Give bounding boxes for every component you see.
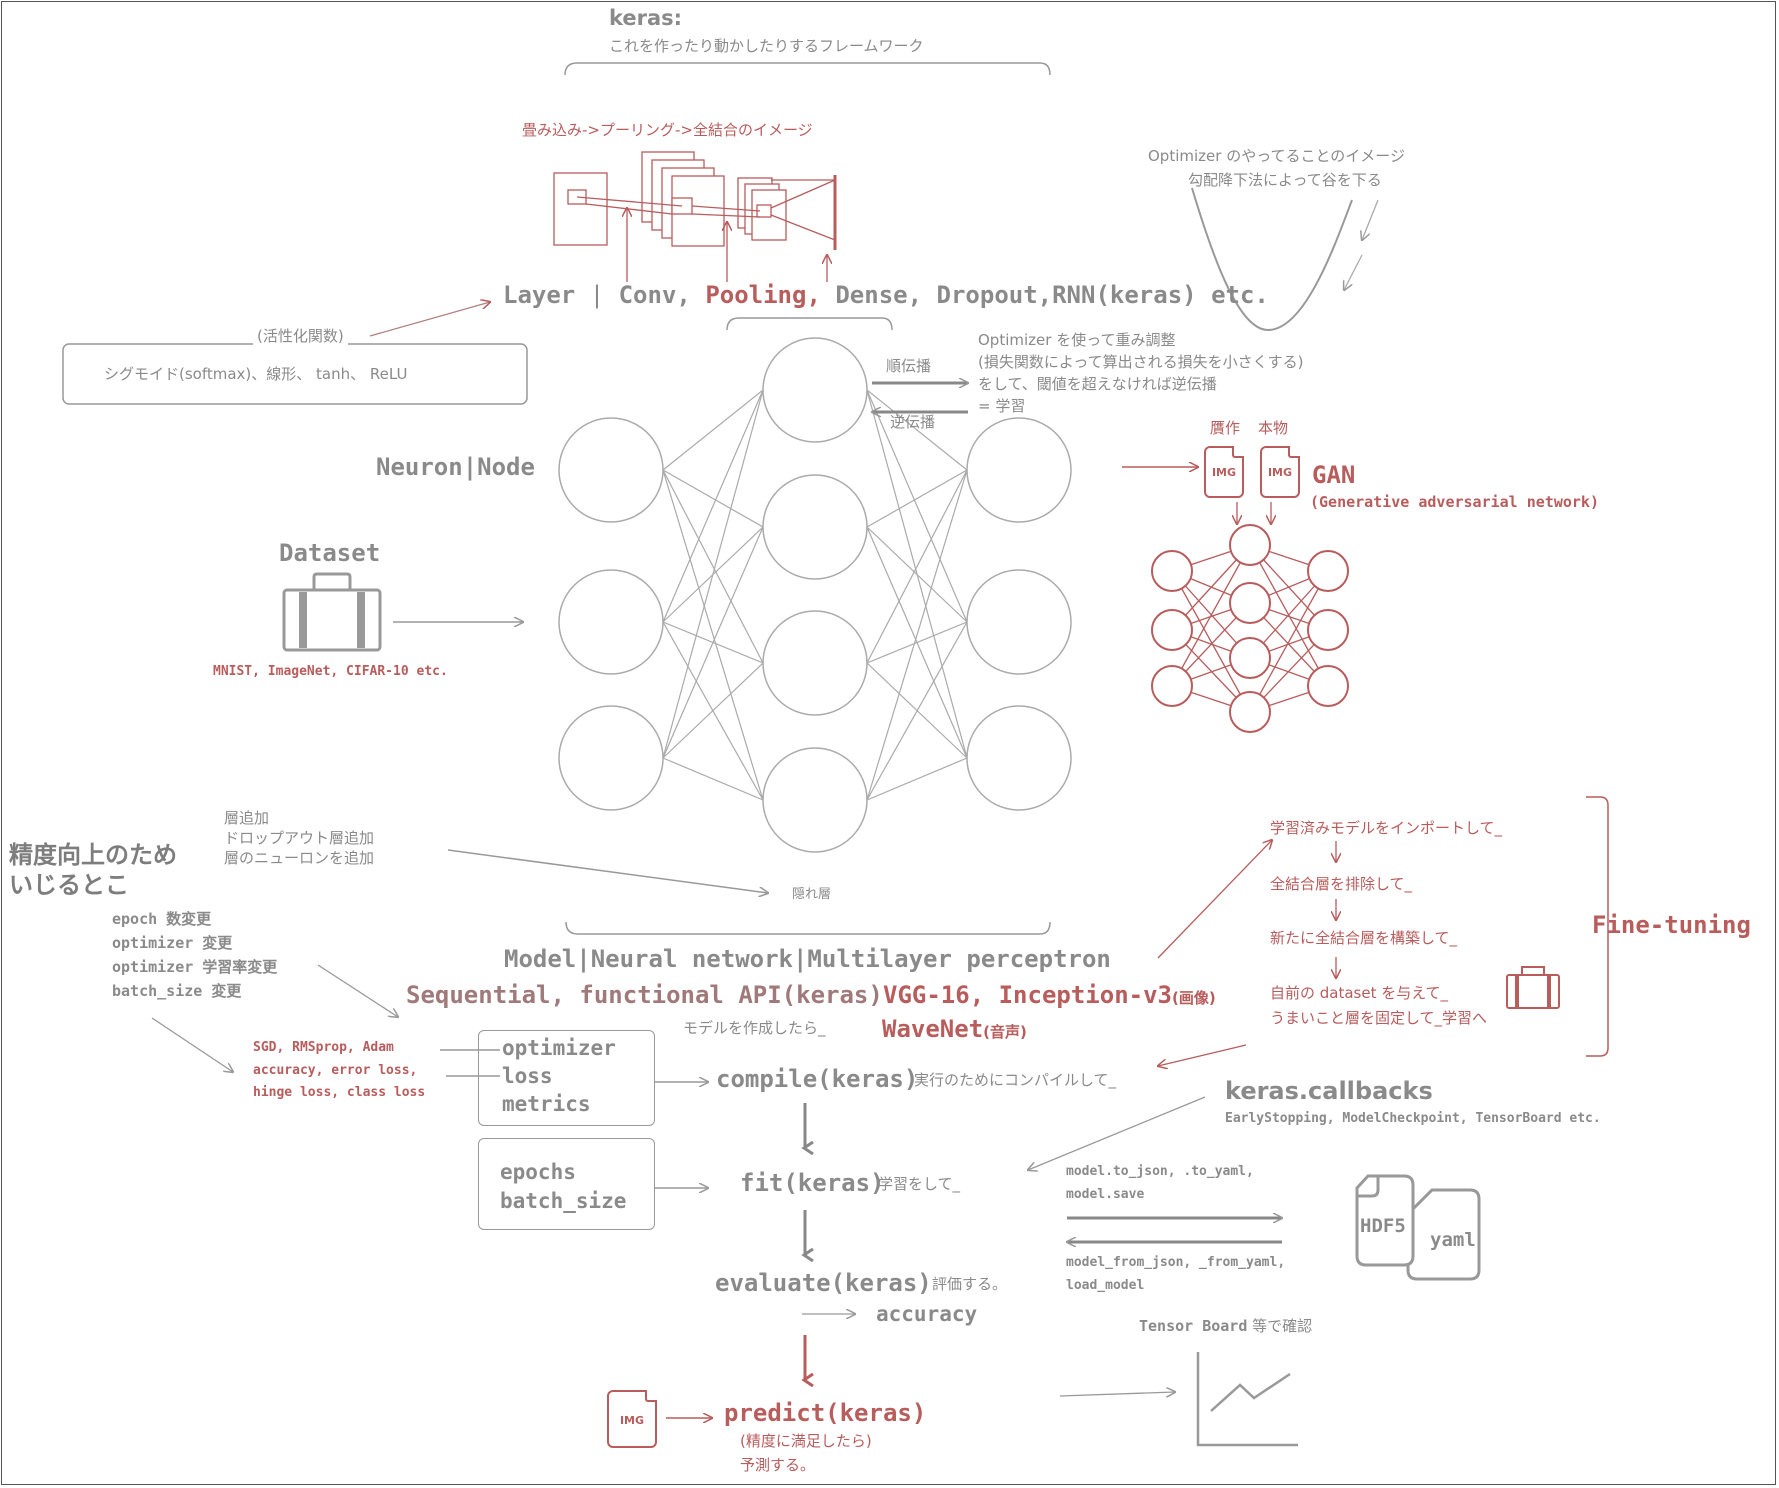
dataset-title: Dataset xyxy=(279,539,381,567)
training-note-4: = 学習 xyxy=(978,397,1026,415)
layer-prefix: Layer xyxy=(503,281,576,309)
nn-connections xyxy=(662,389,968,801)
optimizer-image-line1: Optimizer のやってることのイメージ xyxy=(1148,147,1405,165)
ft-step-3: 新たに全結合層を構築して_ xyxy=(1270,929,1458,947)
evaluate-desc: 評価する。 xyxy=(932,1275,1008,1293)
tips-heading-2: いじるとこ xyxy=(9,871,129,899)
ft-step-5: うまいこと層を固定して_学習へ xyxy=(1270,1009,1488,1027)
gan-full-name: (Generative adversarial network) xyxy=(1310,493,1599,511)
training-note-3: をして、閾値を超えなければ逆伝播 xyxy=(978,375,1217,393)
layer-dense: Dense, xyxy=(835,281,923,309)
tip-param-4: batch_size 変更 xyxy=(112,982,242,1000)
yaml-label: yaml xyxy=(1430,1229,1476,1251)
gan-nodes xyxy=(1151,524,1349,733)
compile-fn: compile(keras) xyxy=(716,1065,919,1093)
predict-fn: predict(keras) xyxy=(724,1399,927,1427)
gan-connections xyxy=(1171,544,1329,713)
gan-fake-image-icon: IMG xyxy=(1204,446,1244,498)
training-note-1: Optimizer を使って重み調整 xyxy=(978,331,1176,349)
dataset-examples: MNIST, ImageNet, CIFAR-10 etc. xyxy=(213,664,448,679)
load-methods-1: model_from_json, _from_yaml, xyxy=(1066,1255,1286,1270)
gan-fake-label: 贋作 xyxy=(1210,419,1241,437)
pretrained-vgg: VGG-16, Inception-v3(画像) xyxy=(883,981,1216,1009)
keras-subtitle: これを作ったり動かしたりするフレームワーク xyxy=(609,37,924,55)
loss-examples-2: hinge loss, class loss xyxy=(253,1085,426,1100)
gan-real-label: 本物 xyxy=(1258,419,1289,437)
model-line: Model|Neural network|Multilayer perceptr… xyxy=(504,945,1111,973)
compile-params-box xyxy=(478,1030,655,1126)
param-loss: loss xyxy=(502,1064,553,1088)
neuron-label: Neuron|Node xyxy=(376,453,535,481)
loss-examples-1: accuracy, error loss, xyxy=(253,1063,418,1078)
callbacks-items: EarlyStopping, ModelCheckpoint, TensorBo… xyxy=(1225,1111,1601,1126)
layer-conv: Conv, xyxy=(618,281,691,309)
param-batch-size: batch_size xyxy=(500,1189,627,1213)
fine-tuning-title: Fine-tuning xyxy=(1592,911,1751,939)
param-optimizer: optimizer xyxy=(502,1036,616,1060)
suitcase-shape xyxy=(282,572,382,652)
gan-real-image-icon: IMG xyxy=(1260,446,1300,498)
pretrained-wavenet: WaveNet(音声) xyxy=(882,1015,1027,1043)
file-icons xyxy=(1355,1174,1481,1281)
tips-heading-1: 精度向上のため xyxy=(9,841,177,869)
tip-layer-1: 層追加 xyxy=(224,809,270,827)
backward-label: 逆伝播 xyxy=(890,413,936,431)
param-epochs: epochs xyxy=(500,1160,576,1184)
tip-param-2: optimizer 変更 xyxy=(112,934,233,952)
param-metrics: metrics xyxy=(502,1092,591,1116)
load-methods-2: load_model xyxy=(1066,1278,1145,1293)
tip-param-1: epoch 数変更 xyxy=(112,910,212,928)
predict-image-icon: IMG xyxy=(607,1390,657,1448)
nn-nodes xyxy=(558,337,1072,853)
callbacks-title: keras.callbacks xyxy=(1225,1077,1433,1105)
cnn-illustration xyxy=(553,151,837,250)
predict-desc-1: (精度に満足したら) xyxy=(740,1432,872,1450)
tip-layer-3: 層のニューロンを追加 xyxy=(224,849,375,867)
tip-param-3: optimizer 学習率変更 xyxy=(112,958,278,976)
evaluate-fn: evaluate(keras) xyxy=(715,1269,932,1297)
sequential-sub: モデルを作成したら_ xyxy=(683,1019,826,1037)
compile-desc: 実行のためにコンパイルして_ xyxy=(914,1071,1117,1089)
activation-title: (活性化関数) xyxy=(253,327,348,346)
layer-line: Layer | Conv, Pooling, Dense, Dropout,RN… xyxy=(503,281,1269,309)
save-methods-2: model.save xyxy=(1066,1187,1145,1202)
keras-brace xyxy=(564,62,1051,76)
small-suitcase xyxy=(1506,966,1560,1009)
forward-label: 順伝播 xyxy=(886,357,932,375)
gan-title: GAN xyxy=(1312,461,1356,489)
layer-pooling: Pooling, xyxy=(705,281,821,309)
keras-title: keras: xyxy=(609,6,683,30)
fit-desc: 学習をして_ xyxy=(878,1175,961,1193)
layer-rnn: RNN(keras) xyxy=(1052,281,1197,309)
training-note-2: (損失関数によって算出される損失を小さくする) xyxy=(978,353,1304,371)
gradient-valley xyxy=(1191,187,1353,332)
activation-items: シグモイド(softmax)、線形、 tanh、 ReLU xyxy=(104,365,408,383)
tensorboard-chart xyxy=(1196,1352,1298,1447)
sequential-api: Sequential, functional API(keras) xyxy=(406,981,883,1009)
ft-step-4: 自前の dataset を与えて_ xyxy=(1270,984,1448,1002)
ft-step-2: 全結合層を排除して_ xyxy=(1270,875,1413,893)
fit-fn: fit(keras) xyxy=(740,1169,885,1197)
optimizer-image-line2: 勾配降下法によって谷を下る xyxy=(1188,171,1382,189)
layer-dropout: Dropout, xyxy=(936,281,1053,309)
optimizer-examples: SGD, RMSprop, Adam xyxy=(253,1040,394,1055)
layer-etc: etc. xyxy=(1211,281,1269,309)
hidden-layer-label: 隠れ層 xyxy=(792,887,832,902)
predict-desc-2: 予測する。 xyxy=(740,1456,816,1474)
cnn-caption: 畳み込み->プーリング->全結合のイメージ xyxy=(522,121,813,139)
ft-step-1: 学習済みモデルをインポートして_ xyxy=(1270,819,1503,837)
save-methods-1: model.to_json, .to_yaml, xyxy=(1066,1164,1254,1179)
fit-params-box xyxy=(478,1138,655,1230)
evaluate-accuracy: accuracy xyxy=(876,1302,978,1326)
tensorboard-label: Tensor Board 等で確認 xyxy=(1139,1317,1313,1335)
tip-layer-2: ドロップアウト層追加 xyxy=(224,829,375,847)
hdf5-label: HDF5 xyxy=(1360,1215,1406,1237)
